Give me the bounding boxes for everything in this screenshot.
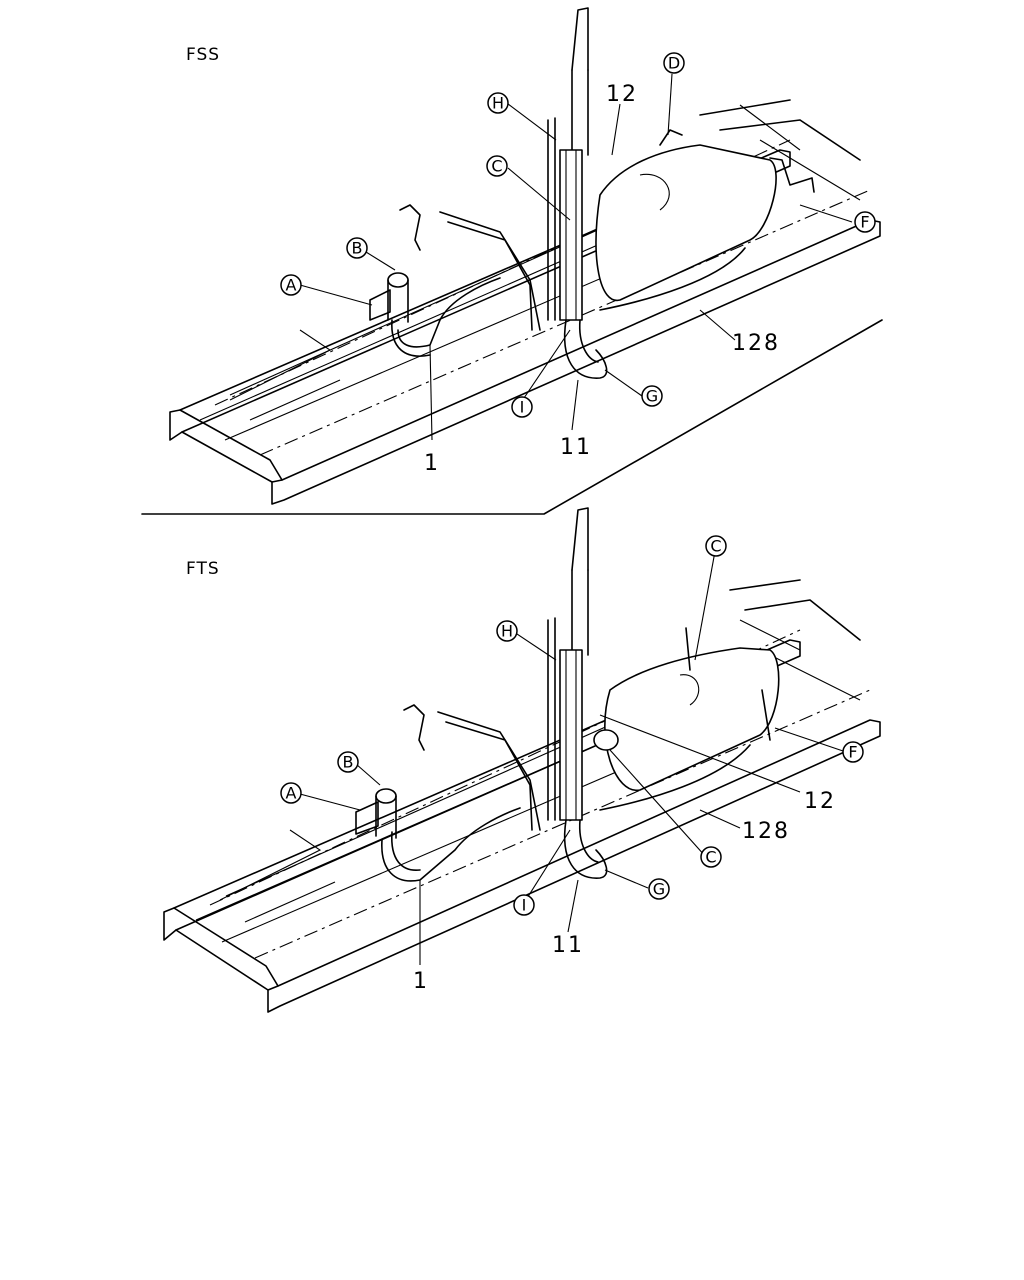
fss-part-128: 128 [732, 331, 780, 356]
fss-callout-f: F [854, 211, 876, 233]
fts-callout-c-top: C [705, 535, 727, 557]
callout-label: G [646, 387, 658, 406]
fts-callout-i: I [513, 894, 535, 916]
fss-callout-g: G [641, 385, 663, 407]
callout-label: G [653, 880, 665, 899]
fts-section: FTS [163, 507, 881, 1013]
fss-title: FSS [186, 45, 220, 65]
fss-muffler [595, 129, 815, 311]
fts-part-11: 11 [552, 933, 584, 958]
fts-front-pipe [355, 704, 541, 882]
callout-label: F [860, 213, 869, 232]
callout-label: I [522, 896, 527, 915]
fss-callout-b: B [346, 237, 368, 259]
fss-part-1: 1 [424, 451, 440, 476]
callout-label: A [286, 784, 297, 803]
fts-callout-h: H [496, 620, 518, 642]
fss-part-11: 11 [560, 435, 592, 460]
fss-leaders [299, 73, 853, 441]
fts-callout-c-bottom: C [700, 846, 722, 868]
fss-callout-c: C [486, 155, 508, 177]
fts-stack [547, 507, 608, 879]
fts-muffler [593, 627, 780, 811]
fts-title: FTS [186, 559, 220, 579]
fss-stack [547, 7, 608, 379]
fss-callout-h: H [487, 92, 509, 114]
fts-leaders [299, 545, 847, 965]
fts-callout-b: B [337, 751, 359, 773]
section-divider [141, 319, 883, 515]
callout-label: C [491, 157, 502, 176]
fts-callout-g: G [648, 878, 670, 900]
callout-label: D [668, 54, 680, 73]
fss-callout-a: A [280, 274, 302, 296]
fts-callout-f: F [842, 741, 864, 763]
callout-label: I [520, 398, 525, 417]
fss-callout-i: I [511, 396, 533, 418]
callout-label: C [710, 537, 721, 556]
callout-label: A [286, 276, 297, 295]
fts-part-12: 12 [804, 789, 836, 814]
callout-label: H [501, 622, 513, 641]
callout-label: C [705, 848, 716, 867]
fss-frame [169, 99, 881, 505]
callout-label: B [343, 753, 354, 772]
callout-label: H [492, 94, 504, 113]
callout-label: F [848, 743, 857, 762]
fss-part-12: 12 [606, 82, 638, 107]
fss-front-pipe [369, 204, 541, 357]
fss-callout-d: D [663, 52, 685, 74]
fts-frame [163, 579, 881, 1013]
fts-part-1: 1 [413, 969, 429, 994]
fss-section: FSS [169, 7, 881, 505]
fts-callout-a: A [280, 782, 302, 804]
fts-part-128: 128 [742, 819, 790, 844]
callout-label: B [352, 239, 363, 258]
